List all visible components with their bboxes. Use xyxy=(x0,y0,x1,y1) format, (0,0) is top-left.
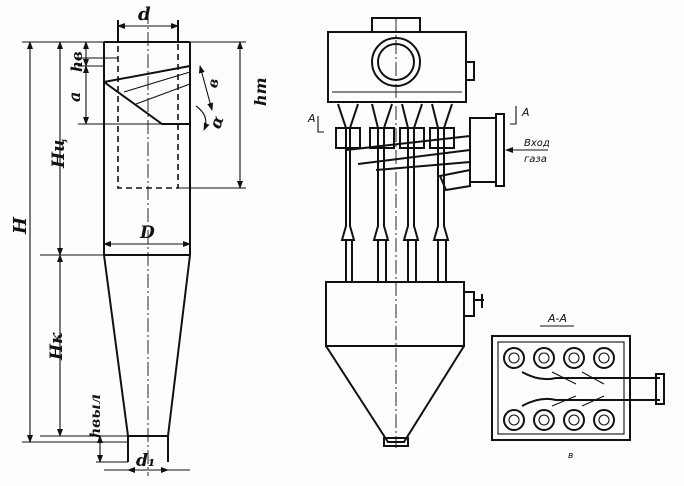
section-inlet-flange xyxy=(655,373,665,405)
cone-body xyxy=(103,254,191,437)
inlet-label-1: Bxoд xyxy=(524,138,550,149)
battery-cyclone-assembly: A A Bxoд газа xyxy=(307,17,550,448)
bunker-hatch xyxy=(463,291,475,317)
label-hv: hв xyxy=(68,51,86,72)
hopper-outlet xyxy=(383,437,409,447)
label-Hk: Hк xyxy=(47,332,67,361)
inlet-flange xyxy=(495,113,505,187)
inlet-branches xyxy=(345,135,471,171)
outlet-port-inner xyxy=(377,43,415,81)
section-view-a-a: A-A в xyxy=(491,312,665,461)
outlet-port-outer xyxy=(371,37,421,87)
dim-b-line xyxy=(198,65,214,111)
label-d: d xyxy=(138,4,151,25)
section-label-right: A xyxy=(521,106,530,119)
inlet-pipe xyxy=(469,117,497,183)
inlet-duct xyxy=(103,64,191,125)
cyclone-element-3 xyxy=(399,103,425,282)
inlet-label-2: газа xyxy=(524,154,547,165)
dim-hT-ext xyxy=(178,41,246,189)
label-hvyl: hвыл xyxy=(88,394,104,438)
manifold-fitting xyxy=(465,61,475,81)
section-caption: в xyxy=(568,451,573,461)
hatch-handle xyxy=(474,294,484,308)
dim-H-extensions xyxy=(22,41,128,443)
cylinder-walls xyxy=(103,42,191,255)
label-hT: hт xyxy=(251,77,270,106)
alpha-arc xyxy=(195,105,210,131)
section-branches xyxy=(551,371,605,407)
section-mark-right xyxy=(510,106,517,125)
cyclone-schematic: d hв a α в hт Hц H D Hк hвыл d₁ xyxy=(10,4,270,476)
exhaust-pipe xyxy=(117,26,179,189)
label-d1: d₁ xyxy=(136,451,155,471)
label-alpha: α xyxy=(205,113,227,131)
section-cyclone-row-bottom xyxy=(503,409,615,431)
label-H: H xyxy=(10,216,31,235)
section-inner-outline xyxy=(497,341,625,435)
label-a: a xyxy=(65,92,84,102)
hopper-cone xyxy=(325,345,465,443)
section-outline xyxy=(491,335,631,441)
section-collector xyxy=(521,371,660,407)
label-Hts: Hц xyxy=(49,138,69,169)
cyclone-element-4 xyxy=(429,103,455,282)
cyclone-element-1 xyxy=(335,103,361,282)
section-view-title: A-A xyxy=(547,312,567,325)
inlet-elbow xyxy=(438,168,471,192)
label-b: в xyxy=(205,77,222,89)
label-D: D xyxy=(139,223,155,243)
section-mark-left xyxy=(317,116,324,133)
dust-outlet-walls xyxy=(127,436,169,462)
section-cyclone-row-top xyxy=(503,347,615,369)
section-label-left: A xyxy=(307,112,316,125)
dust-bunker xyxy=(325,281,465,347)
top-flange xyxy=(371,17,421,33)
cyclone-element-2 xyxy=(369,103,395,282)
inlet-hatch xyxy=(123,71,191,105)
